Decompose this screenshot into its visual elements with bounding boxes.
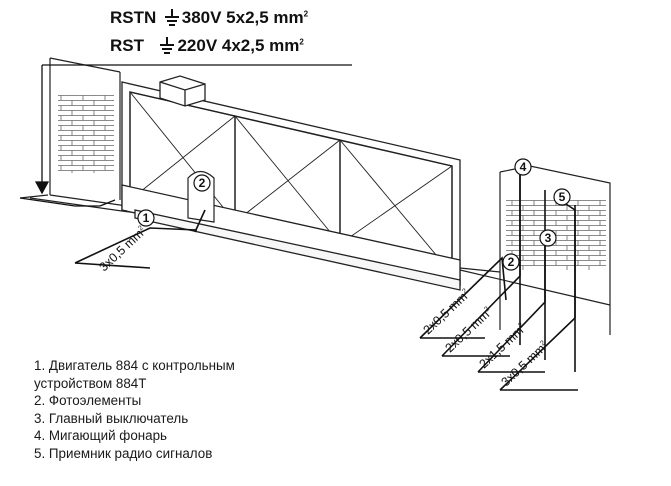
- callout-2-gate: 2: [199, 176, 206, 190]
- power-spec-2-label: RST: [110, 36, 144, 55]
- cable-runs: [74, 172, 578, 391]
- legend-item-1-cont: устройством 884T: [34, 375, 147, 391]
- power-spec-2-sup: 2: [299, 37, 304, 47]
- callout-circle-4: [514, 158, 532, 176]
- legend: 1. Двигатель 884 с контрольным устройств…: [34, 357, 235, 463]
- power-spec-1-label: RSTN: [110, 8, 157, 27]
- callout-5: 5: [559, 190, 566, 204]
- ground-icon: [160, 37, 175, 54]
- callout-3: 3: [545, 231, 552, 245]
- ground-icon: [164, 9, 179, 26]
- callout-2-pillar: 2: [508, 255, 515, 269]
- legend-item-1: 1. Двигатель 884 с контрольным: [34, 358, 235, 373]
- callout-circle-5: [553, 188, 571, 206]
- callout-4: 4: [520, 160, 527, 174]
- callout-circle-2a: [193, 174, 211, 192]
- brick-wall-left: [58, 95, 114, 173]
- motor-unit: [159, 75, 206, 107]
- callout-circle-3: [539, 229, 557, 247]
- legend-item-2: 2. Фотоэлементы: [34, 393, 142, 409]
- power-spec-1-value: 380V 5x2,5 mm: [181, 8, 304, 27]
- power-feed: [19, 64, 352, 207]
- power-spec-line-1: RSTN 380V 5x2,5 mm2: [110, 8, 308, 28]
- legend-item-3: 3. Главный выключатель: [34, 410, 189, 426]
- power-spec-line-2: RST 220V 4x2,5 mm2: [110, 36, 304, 56]
- callout-circle-2b: [502, 253, 520, 271]
- power-spec-1-sup: 2: [303, 9, 309, 19]
- sliding-gate: [121, 81, 461, 291]
- callout-circle-1: [137, 209, 155, 227]
- legend-item-4: 4. Мигающий фонарь: [34, 428, 168, 444]
- legend-item-5: 5. Приемник радио сигналов: [34, 445, 213, 461]
- power-spec-2-value: 220V 4x2,5 mm: [177, 36, 300, 55]
- callout-1: 1: [143, 211, 150, 225]
